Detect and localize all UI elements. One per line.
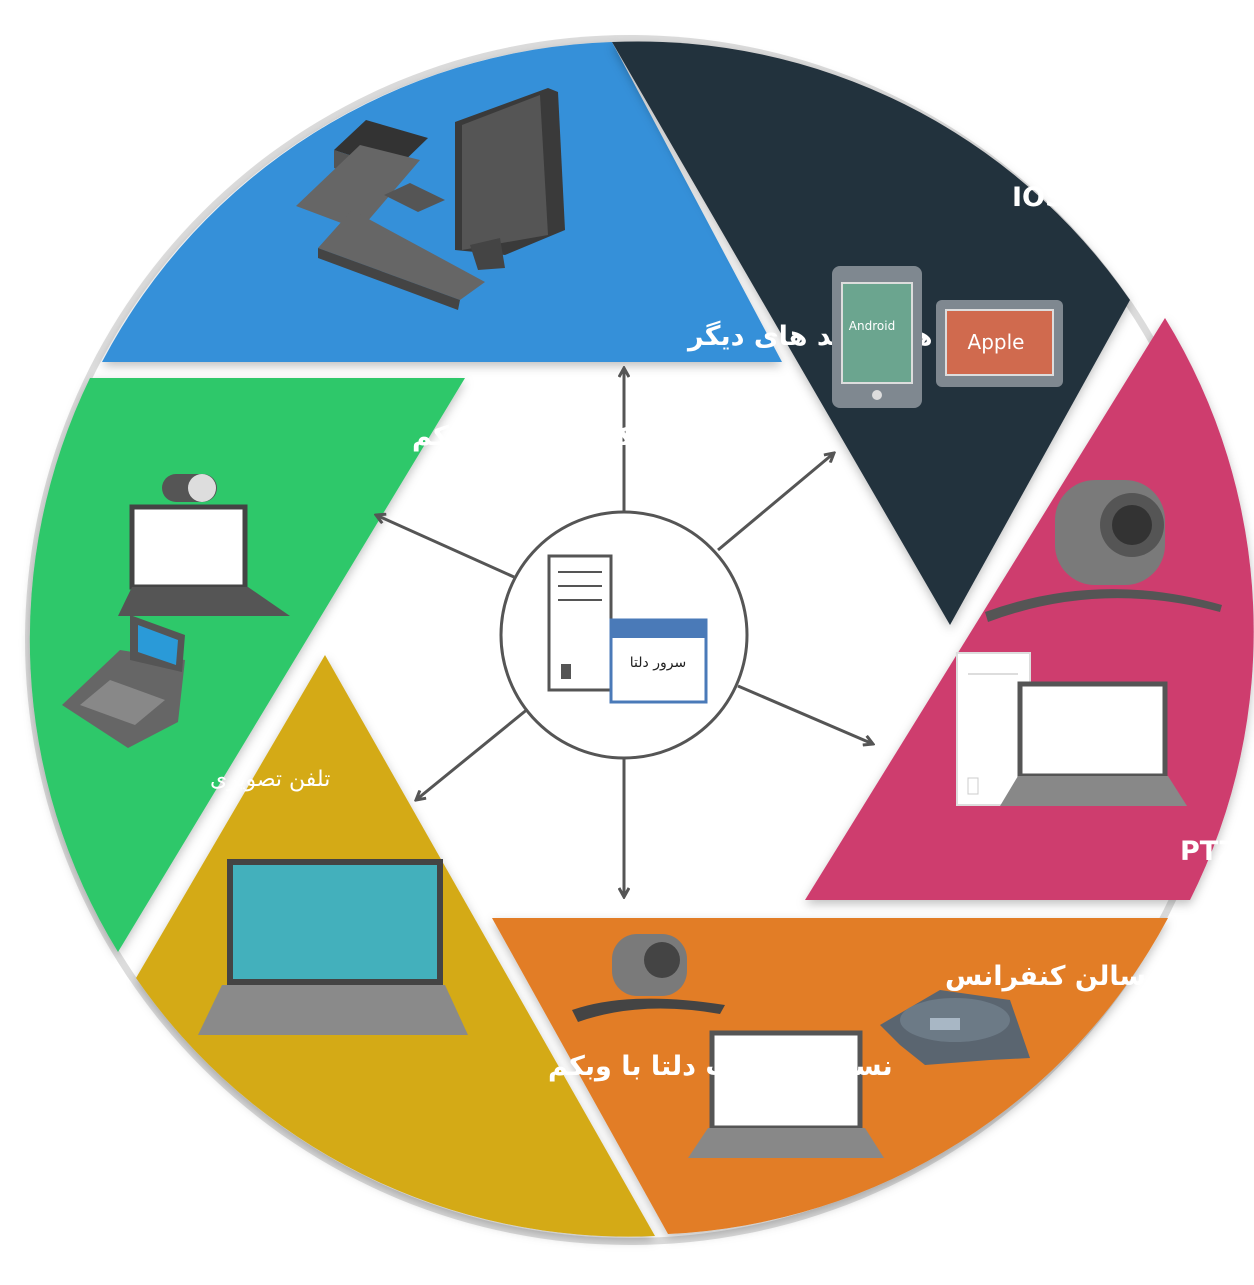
segment-other-brands[interactable] <box>102 42 782 362</box>
video-phone-icon <box>62 615 185 748</box>
laptop-icon <box>198 859 468 1035</box>
apple-label: Apple <box>968 330 1025 354</box>
center-node[interactable]: سرور دلتا <box>499 510 749 760</box>
android-label: Android <box>849 319 895 333</box>
conference-terminal-icon <box>296 88 565 310</box>
laptop-icon <box>1000 681 1187 806</box>
arrow-down-left <box>416 706 530 800</box>
server-label: سرور دلتا <box>630 655 686 671</box>
android-tablet-icon: Android <box>832 266 922 408</box>
conference-camera-icon <box>572 934 725 1022</box>
laptop-icon <box>688 1030 884 1158</box>
arrow-up-left <box>376 515 515 579</box>
label-video-phone: تلفن تصویری <box>210 767 330 792</box>
laptop-icon <box>118 504 290 616</box>
arrow-down-right <box>737 684 873 744</box>
label-ptz: نسخه دسکتاپ دلتا PTZ <box>1180 836 1254 867</box>
label-conference: سالن کنفرانس <box>945 961 1146 992</box>
label-desktop-webcam: نسخه دسکتاپ دلتا با وبکم <box>548 1051 893 1082</box>
arrows <box>376 368 873 897</box>
webcam-icon <box>162 474 217 502</box>
label-desktop-webcam-phone: نسخه دسکتاپ دلتا با وبکم <box>412 421 757 452</box>
label-mobile: نسخه اندروید،IOS <box>1012 182 1251 213</box>
window-icon: سرور دلتا <box>609 618 708 704</box>
apple-tablet-icon: Apple <box>936 300 1063 387</box>
arrow-up-right <box>717 453 834 552</box>
speakerphone-icon <box>880 990 1030 1065</box>
server-icon <box>547 554 613 692</box>
ptz-camera-icon <box>985 480 1222 622</box>
